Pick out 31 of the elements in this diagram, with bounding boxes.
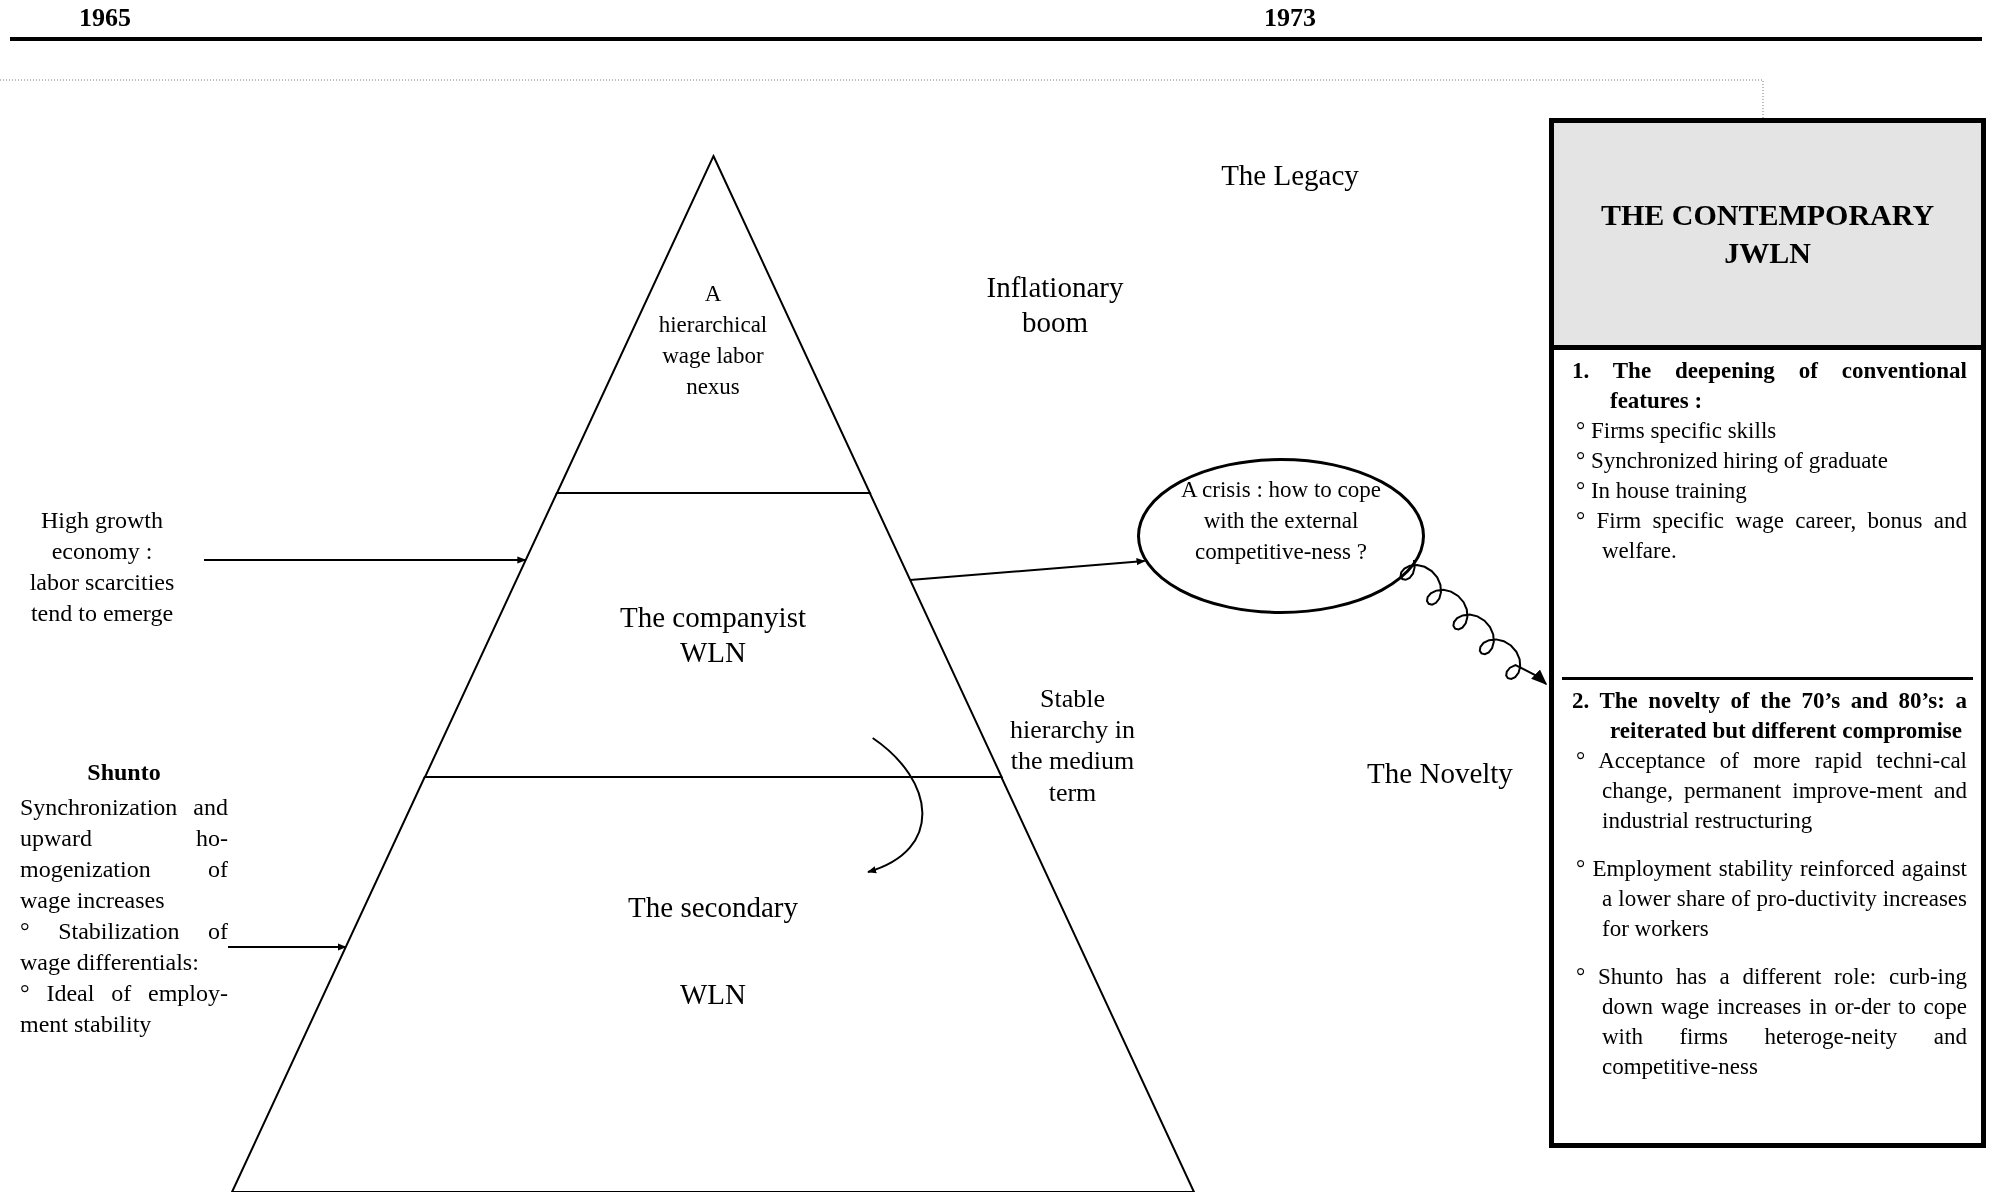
panel-title: THE CONTEMPORARY JWLN [1599,197,1936,271]
arrow [227,943,347,951]
bullet-text: ° Synchronized hiring of graduate [1575,447,1889,475]
annotation-text: Stable hierarchy in the medium term [1010,683,1135,808]
bullet-text: ° Firms specific skills [1575,417,1778,445]
tier-label: A hierarchical wage labor nexus [657,280,769,402]
section-heading: 1. The deepening of conventional features : [1572,357,1967,415]
summary-panel [1549,118,1986,1148]
period-label: The Novelty [1366,756,1514,791]
annotation-text: Inflationary boom [985,270,1125,340]
curved-arrow [867,737,924,873]
bullet-text: ° Acceptance of more rapid techni-cal change, permanent improve-ment and industrial restructuring [1575,747,1967,835]
body-text: Synchronization and upward ho-mogenization of wage increases [20,793,228,915]
arrow [203,556,527,564]
period-label: The Legacy [1220,158,1360,193]
squiggly-arrow [1399,559,1548,686]
year-label: 1965 [78,2,132,34]
arrow [908,558,1146,581]
ellipse-text: A crisis : how to cope with the external competitive-ness ? [1180,476,1382,566]
body-text: ° Ideal of employ-ment stability [20,979,228,1039]
body-text: ° Stabilization of wage differentials: [20,917,228,977]
body-text: High growth economy : labor scarcities tend to emerge [28,506,176,628]
year-label: 1973 [1263,2,1317,34]
bullet-text: ° Employment stability reinforced against a lower share of pro-ductivity increases for workers [1575,855,1967,943]
bullet-text: ° Firm specific wage career, bonus and welfare. [1575,507,1967,565]
tier-label: The secondary WLN [627,890,799,1012]
section-heading: 2. The novelty of the 70’s and 80’s: a reiterated but different compromise [1572,687,1967,745]
heading-text: Shunto [86,758,162,787]
bullet-text: ° In house training [1575,477,1748,505]
bullet-text: ° Shunto has a different role: curb-ing down wage increases in or-der to cope with firms heteroge-neity and competitive-ness [1575,963,1967,1081]
tier-label: The companyist WLN [618,600,807,670]
